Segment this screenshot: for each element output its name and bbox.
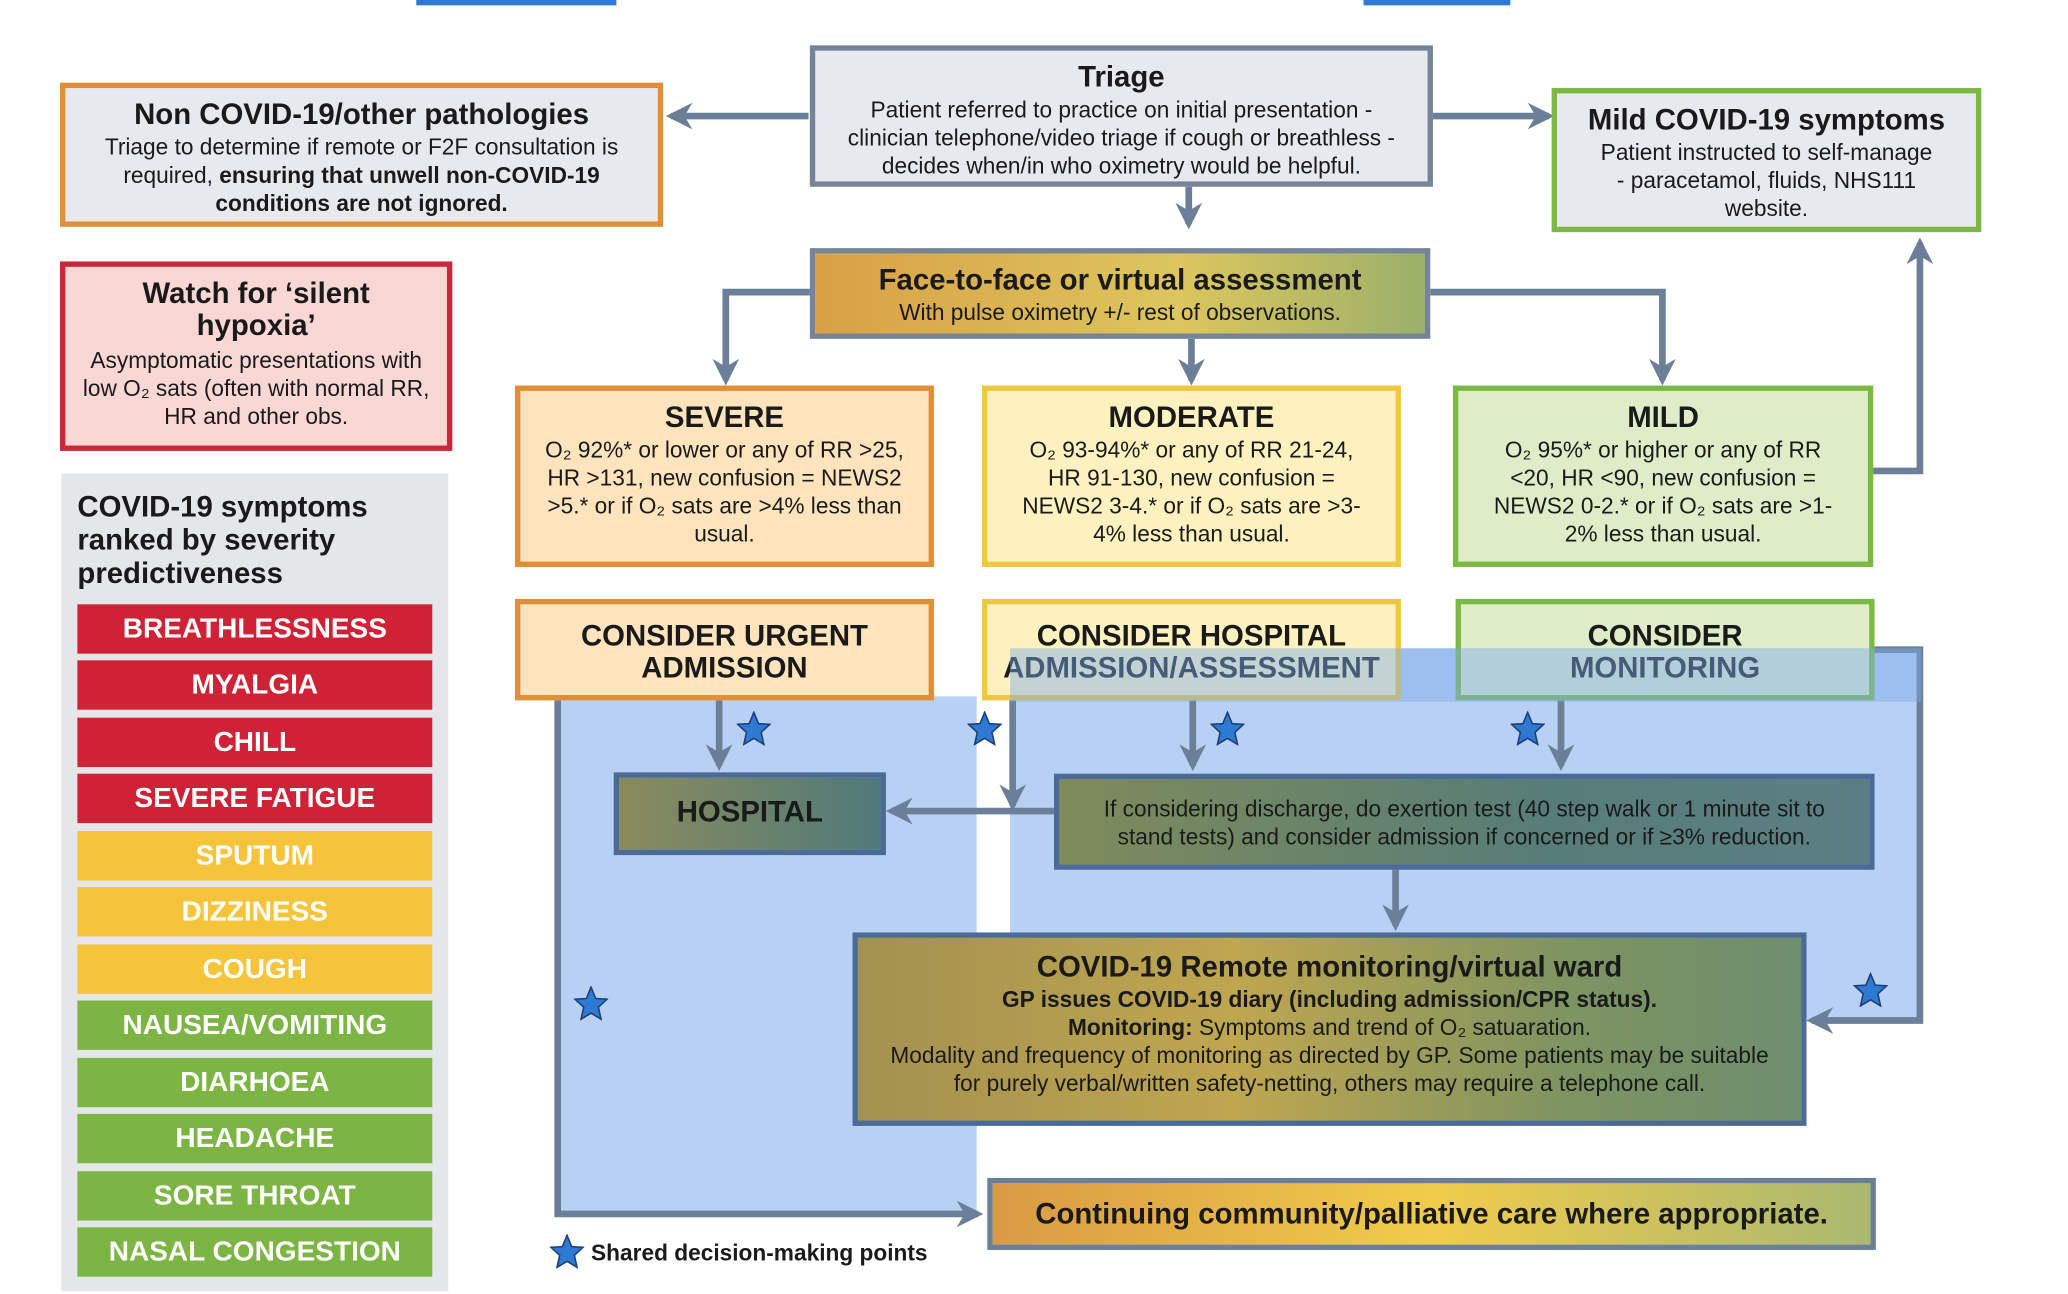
- moderate-body: O₂ 93-94%* or any of RR 21-24, HR 91-130…: [1022, 437, 1361, 547]
- symptom-item: SPUTUM: [77, 831, 433, 881]
- mild-title: MILD: [1627, 400, 1699, 434]
- star-icon: [1853, 972, 1888, 1008]
- consider-urgent-label: CONSIDER URGENT ADMISSION: [580, 618, 868, 685]
- symptom-item: NASAL CONGESTION: [77, 1227, 433, 1277]
- arrow-mild-to-mild-symptoms: [1871, 237, 1934, 475]
- non-covid-box: Non COVID-19/other pathologies Triage to…: [60, 82, 664, 227]
- remote-monitoring-box: COVID-19 Remote monitoring/virtual ward …: [852, 932, 1807, 1126]
- moderate-title: MODERATE: [1108, 400, 1275, 434]
- mild-symptoms-title: Mild COVID-19 symptoms: [1587, 102, 1946, 137]
- severe-box: SEVERE O₂ 92%* or lower or any of RR >25…: [515, 385, 934, 567]
- star-icon: [736, 711, 772, 746]
- symptom-item: SEVERE FATIGUE: [77, 773, 433, 824]
- silent-hypoxia-body: Asymptomatic presentations with low O₂ s…: [82, 348, 430, 430]
- star-icon: [967, 711, 1002, 746]
- symptom-item: DIZZINESS: [77, 887, 433, 937]
- legend-star-icon: [549, 1233, 585, 1269]
- symptom-item: NAUSEA/VOMITING: [77, 1000, 433, 1050]
- discharge-body: If considering discharge, do exertion te…: [1103, 796, 1825, 850]
- arrow-urgent-to-continuing: [554, 699, 984, 1228]
- mild-body: O₂ 95%* or higher or any of RR <20, HR <…: [1493, 437, 1833, 547]
- symptom-item: COUGH: [77, 944, 433, 994]
- symptom-item: SORE THROAT: [77, 1171, 433, 1221]
- consider-urgent-box: CONSIDER URGENT ADMISSION: [515, 598, 934, 701]
- remote-line1: GP issues COVID-19 diary (including admi…: [1002, 987, 1658, 1013]
- legend-label: Shared decision-making points: [591, 1240, 928, 1266]
- silent-hypoxia-title: Watch for ‘silent hypoxia’: [142, 276, 370, 342]
- hospital-label: HOSPITAL: [676, 795, 823, 829]
- non-covid-body: Triage to determine if remote or F2F con…: [65, 131, 657, 218]
- cut-off-heading: [416, 0, 1511, 6]
- remote-line3: Modality and frequency of monitoring as …: [890, 1043, 1769, 1097]
- assessment-title: Face-to-face or virtual assessment: [878, 262, 1362, 297]
- non-covid-title: Non COVID-19/other pathologies: [134, 97, 590, 131]
- mild-symptoms-body: Patient instructed to self-manage - para…: [1600, 140, 1933, 222]
- star-icon: [1510, 711, 1546, 746]
- star-icon: [573, 985, 609, 1021]
- non-covid-body-bold: ensuring that unwell non-COVID-19 condit…: [215, 162, 600, 217]
- remote-monitoring-text: Symptoms and trend of O₂ satuaration.: [1199, 1015, 1592, 1041]
- remote-title: COVID-19 Remote monitoring/virtual ward: [1036, 949, 1623, 984]
- symptom-item: DIARHOEA: [77, 1057, 433, 1108]
- continuing-care-box: Continuing community/palliative care whe…: [987, 1177, 1876, 1250]
- symptom-item: HEADACHE: [77, 1113, 433, 1164]
- consider-monitoring-box: CONSIDER MONITORING: [1455, 598, 1875, 701]
- triage-body: Patient referred to practice on initial …: [847, 97, 1395, 179]
- assessment-box: Face-to-face or virtual assessment With …: [809, 248, 1431, 339]
- triage-title: Triage: [1078, 60, 1165, 94]
- symptom-item: BREATHLESSNESS: [77, 604, 433, 654]
- symptoms-panel: COVID-19 symptoms ranked by severity pre…: [61, 473, 449, 1292]
- arrow-assessment-to-severe: [712, 288, 810, 386]
- star-icon: [1210, 711, 1245, 746]
- overlay-right-top: [1009, 648, 1922, 702]
- severe-body: O₂ 92%* or lower or any of RR >25, HR >1…: [545, 437, 904, 547]
- symptom-item: MYALGIA: [77, 660, 433, 710]
- triage-box: Triage Patient referred to practice on i…: [809, 45, 1433, 187]
- consider-hospital-label: CONSIDER HOSPITAL ADMISSION/ASSESSMENT: [1003, 618, 1380, 685]
- arrow-assessment-to-mild: [1430, 288, 1676, 386]
- non-covid-body-text: Triage to determine if remote or F2F con…: [104, 134, 619, 189]
- discharge-box: If considering discharge, do exertion te…: [1054, 773, 1875, 870]
- assessment-body: With pulse oximetry +/- rest of observat…: [899, 300, 1341, 326]
- remote-monitoring-label: Monitoring:: [1067, 1015, 1193, 1041]
- moderate-box: MODERATE O₂ 93-94%* or any of RR 21-24, …: [981, 385, 1401, 567]
- consider-hospital-box: CONSIDER HOSPITAL ADMISSION/ASSESSMENT: [981, 598, 1401, 701]
- symptoms-panel-title: COVID-19 symptoms ranked by severity pre…: [77, 489, 368, 590]
- severe-title: SEVERE: [664, 400, 785, 434]
- consider-monitoring-label: CONSIDER MONITORING: [1569, 618, 1761, 685]
- remote-line2: Monitoring: Symptoms and trend of O₂ sat…: [858, 1014, 1801, 1042]
- mild-box: MILD O₂ 95%* or higher or any of RR <20,…: [1452, 385, 1874, 567]
- silent-hypoxia-box: Watch for ‘silent hypoxia’ Asymptomatic …: [60, 261, 453, 451]
- mild-symptoms-box: Mild COVID-19 symptoms Patient instructe…: [1551, 88, 1982, 233]
- arrow-monitoring-to-remote: [1806, 646, 1924, 1034]
- continuing-care-label: Continuing community/palliative care whe…: [1035, 1196, 1828, 1230]
- hospital-box: HOSPITAL: [613, 772, 886, 856]
- symptom-item: CHILL: [77, 717, 433, 768]
